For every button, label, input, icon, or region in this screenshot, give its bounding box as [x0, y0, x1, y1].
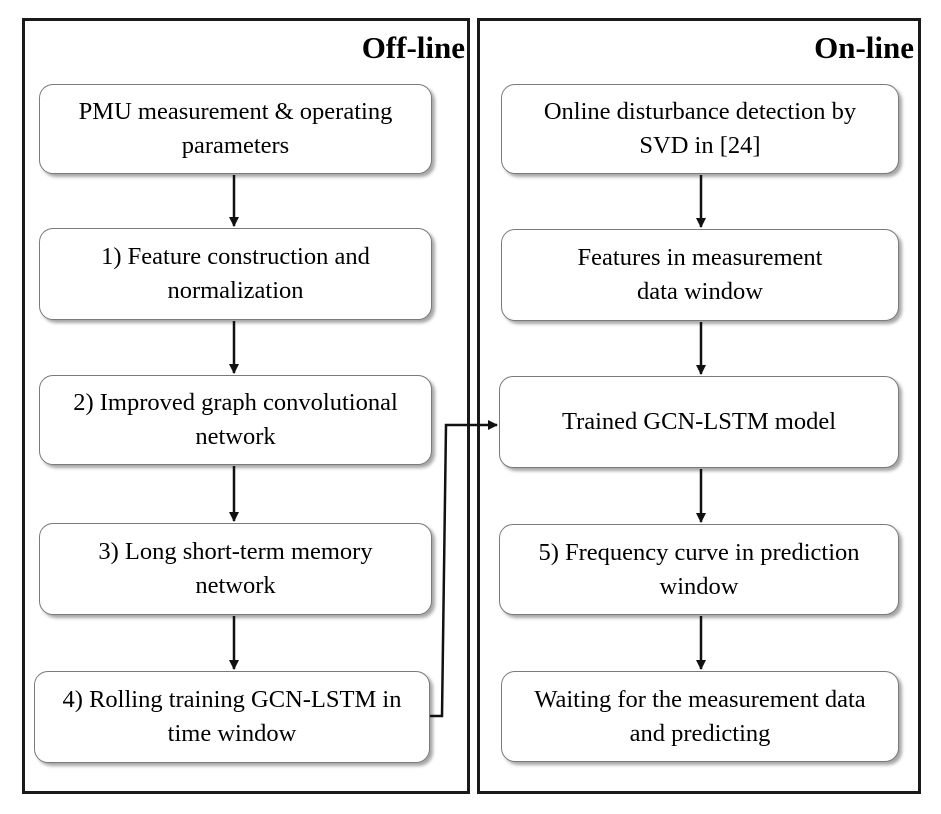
- online-panel: [477, 18, 921, 794]
- online-step-trained-model: Trained GCN-LSTM model: [499, 376, 899, 468]
- offline-panel: [22, 18, 470, 794]
- arrow-offline-to-online: [430, 420, 498, 718]
- offline-title: Off-line: [361, 30, 465, 65]
- online-title: On-line: [814, 30, 914, 65]
